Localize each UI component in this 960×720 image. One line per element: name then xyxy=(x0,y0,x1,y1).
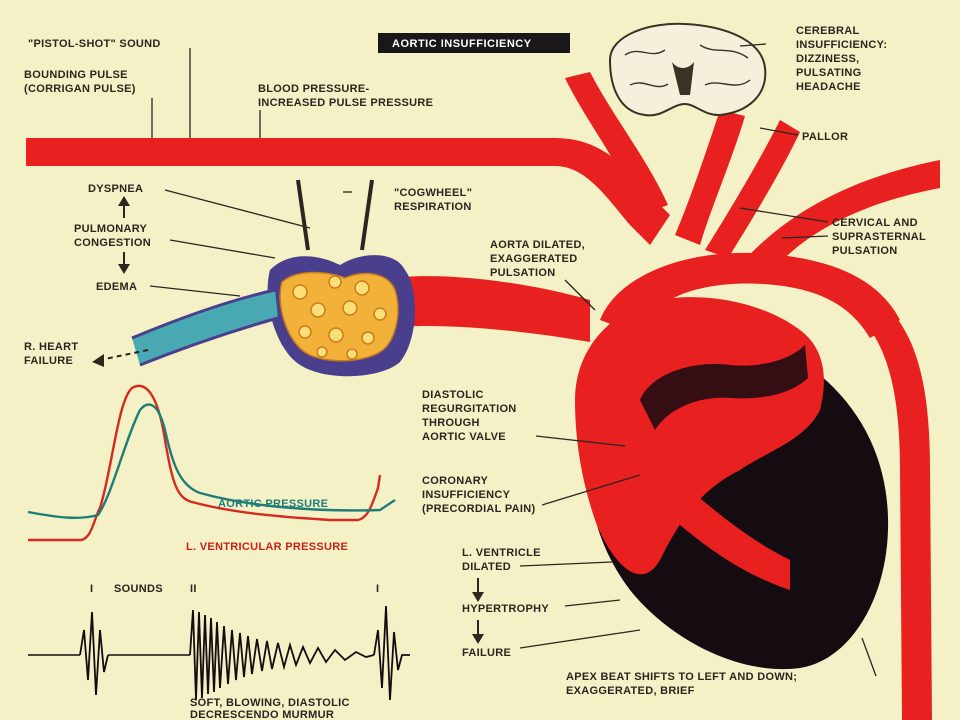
label-r-heart: R. HEART xyxy=(24,341,78,353)
label-aorta-pulsation: PULSATION xyxy=(490,267,555,279)
label-pistol-shot: "PISTOL-SHOT" SOUND xyxy=(28,38,161,50)
label-aorta-exaggerated: EXAGGERATED xyxy=(490,253,577,265)
label-lv-dilated: DILATED xyxy=(462,561,511,573)
alveoli xyxy=(292,275,387,360)
rheart-arrow xyxy=(99,349,149,361)
label-pulsating: PULSATING xyxy=(796,67,861,79)
dyspnea-arrowhead xyxy=(118,196,130,206)
phonocardiogram xyxy=(28,605,410,701)
label-failure: FAILURE xyxy=(462,647,511,659)
label-regurgitation: REGURGITATION xyxy=(422,403,517,415)
label-precordial-pain: (PRECORDIAL PAIN) xyxy=(422,503,536,515)
neck-artery-right xyxy=(705,120,800,258)
label-bounding-pulse: BOUNDING PULSE xyxy=(24,69,128,81)
aortic-valve xyxy=(640,345,808,430)
label-apex-beat: APEX BEAT SHIFTS TO LEFT AND DOWN; xyxy=(566,671,797,683)
label-sound-i: I xyxy=(90,583,93,595)
trachea xyxy=(296,179,374,251)
label-aortic-valve: AORTIC VALVE xyxy=(422,431,506,443)
venous-return-vessel xyxy=(132,290,278,365)
label-aortic-pressure: AORTIC PRESSURE xyxy=(218,498,328,510)
label-sound-i-second: I xyxy=(376,583,379,595)
label-blood-pressure: BLOOD PRESSURE- xyxy=(258,83,369,95)
label-coronary: CORONARY xyxy=(422,475,489,487)
label-sounds: SOUNDS xyxy=(114,583,163,595)
label-edema: EDEMA xyxy=(96,281,137,293)
label-cerebral: CEREBRAL xyxy=(796,25,860,37)
label-murmur-1: SOFT, BLOWING, DIASTOLIC xyxy=(190,697,350,709)
label-sound-ii: II xyxy=(190,583,197,595)
label-r-heart-failure: FAILURE xyxy=(24,355,73,367)
label-lv-pressure: L. VENTRICULAR PRESSURE xyxy=(186,541,348,553)
label-pulmonary: PULMONARY xyxy=(74,223,148,235)
edema-arrowhead xyxy=(118,264,130,274)
label-apex-exaggerated: EXAGGERATED, BRIEF xyxy=(566,685,695,697)
title-box xyxy=(378,33,570,53)
label-through: THROUGH xyxy=(422,417,480,429)
label-suprasternal: SUPRASTERNAL xyxy=(832,231,926,243)
lv-pressure-curve xyxy=(28,384,382,542)
label-pulse-pressure: INCREASED PULSE PRESSURE xyxy=(258,97,433,109)
diagram-title: AORTIC INSUFFICIENCY xyxy=(392,38,532,50)
aortic-arch xyxy=(600,252,900,338)
label-cogwheel: "COGWHEEL" xyxy=(394,187,472,199)
label-dizziness: DIZZINESS, xyxy=(796,53,860,65)
label-congestion: CONGESTION xyxy=(74,237,151,249)
label-dyspnea: DYSPNEA xyxy=(88,183,143,195)
cerebral-artery xyxy=(565,72,668,215)
venous-return-outline xyxy=(131,288,279,367)
label-aorta-dilated: AORTA DILATED, xyxy=(490,239,585,251)
label-murmur-2: DECRESCENDO MURMUR xyxy=(190,709,334,720)
pulmonary-vessel xyxy=(380,276,590,342)
brain-icon xyxy=(608,22,767,117)
label-headache: HEADACHE xyxy=(796,81,861,93)
neck-artery-left xyxy=(675,110,745,245)
label-cervical: CERVICAL AND xyxy=(832,217,918,229)
label-hypertrophy: HYPERTROPHY xyxy=(462,603,549,615)
label-pallor: PALLOR xyxy=(802,131,848,143)
label-respiration: RESPIRATION xyxy=(394,201,472,213)
left-ventricle-wall xyxy=(610,463,790,590)
lv-arrowhead-1 xyxy=(472,592,484,602)
leader-lines xyxy=(149,43,877,677)
label-coronary-insufficiency: INSUFFICIENCY xyxy=(422,489,511,501)
aortic-pressure-curve xyxy=(27,403,396,519)
label-cerebral-insufficiency: INSUFFICIENCY: xyxy=(796,39,887,51)
label-cervical-pulsation: PULSATION xyxy=(832,245,897,257)
rheart-arrowhead xyxy=(92,354,104,367)
subclavian-artery xyxy=(740,160,940,280)
descending-aorta xyxy=(860,300,932,720)
label-lv: L. VENTRICLE xyxy=(462,547,541,559)
main-artery xyxy=(26,138,670,245)
label-diastolic: DIASTOLIC xyxy=(422,389,484,401)
label-corrigan-pulse: (CORRIGAN PULSE) xyxy=(24,83,136,95)
lv-arrowhead-2 xyxy=(472,634,484,644)
